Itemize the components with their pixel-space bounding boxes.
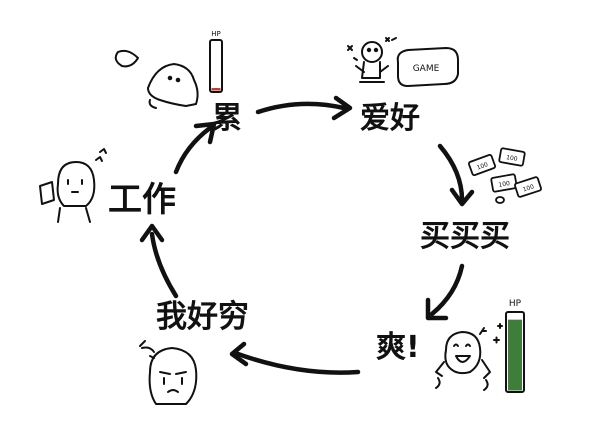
arrow-great-to-poor bbox=[235, 351, 361, 375]
hobby-figure-illustration bbox=[347, 37, 397, 83]
hp-label-tired: HP bbox=[211, 30, 221, 38]
money-label-4: 100 bbox=[522, 183, 535, 193]
money-label-2: 100 bbox=[505, 154, 518, 163]
money-bills-illustration: 100 100 100 100 bbox=[467, 147, 542, 204]
game-label: GAME bbox=[413, 64, 440, 74]
arrow-work-to-tired-head bbox=[193, 121, 217, 145]
arrow-tired-to-hobby-head bbox=[331, 95, 353, 121]
stage-buy: 买买买 bbox=[420, 219, 510, 254]
worker-figure-illustration bbox=[39, 148, 107, 223]
hp-bar-tired: HP bbox=[209, 30, 223, 93]
stage-tired: 累 bbox=[212, 101, 242, 136]
cycle-arrows bbox=[139, 95, 475, 375]
stage-great: 爽! bbox=[376, 330, 420, 365]
happy-figure-illustration bbox=[435, 323, 503, 391]
arrow-great-to-poor-head bbox=[229, 341, 249, 367]
money-label-1: 100 bbox=[476, 161, 489, 172]
arrow-hobby-to-buy-head bbox=[449, 187, 475, 207]
arrow-poor-to-work-head bbox=[139, 223, 165, 243]
hp-label-great: HP bbox=[509, 299, 522, 309]
stage-hobby: 爱好 bbox=[360, 101, 420, 136]
arrow-buy-to-great bbox=[429, 263, 465, 317]
arrow-hobby-to-buy bbox=[437, 143, 465, 203]
poor-figure-illustration bbox=[139, 340, 198, 405]
arrow-poor-to-work bbox=[149, 231, 179, 299]
arrow-tired-to-hobby bbox=[255, 101, 347, 115]
money-label-3: 100 bbox=[498, 180, 511, 189]
stage-work: 工作 bbox=[108, 180, 176, 220]
hp-bar-great: HP bbox=[505, 299, 525, 393]
arrow-buy-to-great-head bbox=[425, 297, 449, 321]
game-console-illustration: GAME bbox=[396, 46, 459, 88]
tired-figure-illustration bbox=[114, 49, 199, 109]
arrow-work-to-tired bbox=[173, 125, 213, 175]
stage-poor: 我好穷 bbox=[156, 299, 249, 335]
